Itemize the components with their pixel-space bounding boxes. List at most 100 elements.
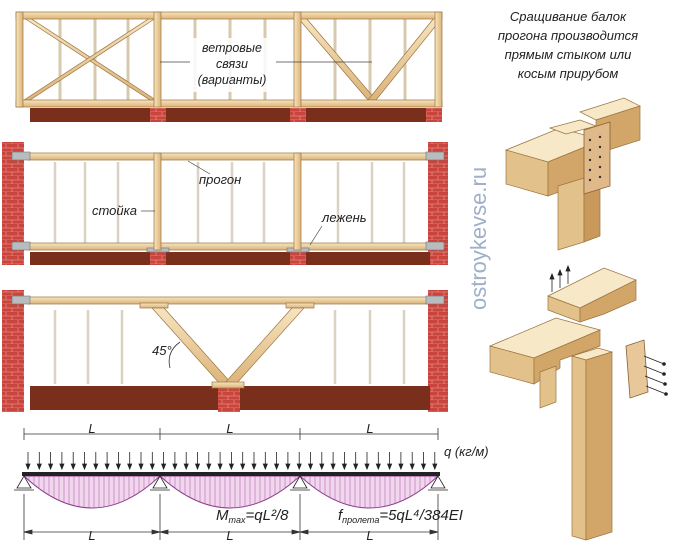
span-label: L [88, 528, 95, 543]
steel-plates [11, 151, 445, 253]
brick-pier [426, 108, 442, 122]
title-line-3: прямым стыком или [505, 47, 632, 62]
wind-bracing-text-1: ветровые [202, 41, 262, 55]
angle-label: 45° [152, 343, 172, 358]
load-arrow-head [341, 463, 347, 471]
load-arrow-head [296, 463, 302, 471]
load-arrow-head [274, 463, 280, 471]
title-line-1: Сращивание балок [510, 9, 627, 24]
load-arrow-head [48, 463, 54, 471]
load-arrow-head [81, 463, 88, 471]
top-purlin [15, 11, 443, 20]
splice-title: Сращивание балок прогона производится пр… [498, 9, 638, 81]
beam-line [22, 472, 440, 476]
moment-diagram [22, 475, 440, 509]
load-arrow-head [115, 463, 121, 471]
span-label: L [366, 421, 373, 436]
purlin-label: прогон [199, 172, 241, 187]
span-label: L [366, 528, 373, 543]
brick-pier [150, 250, 166, 265]
wind-bracing-label: ветровые связи (варианты) [160, 38, 372, 92]
distributed-load-arrows [25, 452, 438, 471]
frame-wind-bracing: ветровые связи (варианты) [15, 11, 443, 122]
brick-wall-left [2, 142, 24, 265]
load-arrow-head [432, 463, 438, 471]
span-label: L [226, 528, 233, 543]
load-arrow-head [217, 463, 223, 471]
title-line-4: косым прирубом [518, 66, 619, 81]
load-arrow-head [25, 463, 31, 471]
frame-posts: прогон стойка лежень [2, 142, 448, 265]
beam-load-diagram: L L L q (кг/м) [14, 421, 489, 543]
brick-wall-left [2, 290, 24, 412]
post-label: стойка [92, 203, 137, 218]
load-arrow-head [251, 463, 257, 471]
load-arrow-head [70, 463, 76, 471]
span-label: L [226, 421, 233, 436]
load-arrow-head [206, 463, 212, 471]
load-arrow-head [330, 463, 336, 471]
diagonal-struts [139, 302, 315, 389]
posts [153, 152, 302, 251]
load-arrow-head [375, 463, 381, 471]
supports [14, 475, 448, 491]
purlin-beam [27, 152, 429, 161]
load-arrow-head [420, 463, 427, 471]
load-arrow-head [398, 463, 404, 471]
load-arrow-head [183, 463, 189, 471]
brick-pier [290, 250, 306, 265]
load-arrow-head [240, 463, 246, 471]
brick-pier [150, 108, 166, 122]
load-arrow-head [262, 463, 268, 471]
bottom-sill [15, 99, 443, 108]
span-label: L [88, 421, 95, 436]
steel-plates [11, 295, 445, 305]
foundation-strip [30, 108, 442, 122]
load-arrow-head [285, 463, 291, 471]
purlin-beam [27, 296, 429, 305]
posts [15, 11, 443, 108]
thin-studs [53, 310, 406, 384]
butt-joint-illustration [504, 97, 641, 251]
load-arrow-head [319, 463, 325, 471]
load-arrow-head [59, 463, 65, 471]
load-arrow-head [307, 463, 314, 471]
wind-bracing-text-2: связи [216, 57, 248, 71]
load-arrow-head [104, 463, 110, 471]
span-dimensions-bottom [23, 494, 439, 540]
watermark-text: ostroykevse.ru [466, 167, 491, 310]
bolt-holes [588, 135, 602, 182]
thin-studs [53, 162, 406, 244]
load-arrow-head [194, 463, 201, 471]
brick-pier [218, 384, 240, 412]
frame-struts: 45° [2, 290, 448, 412]
moment-formula: Mmax=qL²/8 [216, 507, 289, 525]
moment-hatching [28, 476, 436, 508]
load-arrow-head [353, 463, 359, 471]
angle-arc [168, 341, 181, 369]
title-line-2: прогона производится [498, 28, 638, 43]
brick-pier [290, 108, 306, 122]
deflection-formula: fпролета=5qL⁴/384EI [338, 507, 463, 525]
scarf-joint-illustration [488, 264, 668, 541]
load-arrow-head [409, 463, 415, 471]
load-arrow-head [149, 463, 155, 471]
sill-label: лежень [321, 210, 367, 225]
load-label: q (кг/м) [444, 444, 489, 459]
brick-wall-right [428, 142, 448, 265]
load-arrow-head [36, 463, 42, 471]
span-dimensions-top [23, 428, 439, 440]
load-arrow-head [364, 463, 370, 471]
bolt-arrows-side [643, 355, 668, 396]
load-arrow-head [228, 463, 234, 471]
brick-wall-right [428, 290, 448, 412]
load-arrow-head [172, 463, 178, 471]
load-arrow-head [93, 463, 99, 471]
foundation-strip [30, 252, 430, 265]
load-arrow-head [127, 463, 133, 471]
load-arrow-head [387, 463, 393, 471]
load-arrow-head [161, 463, 167, 471]
wind-bracing-text-3: (варианты) [198, 73, 267, 87]
sill-beam [27, 242, 429, 251]
